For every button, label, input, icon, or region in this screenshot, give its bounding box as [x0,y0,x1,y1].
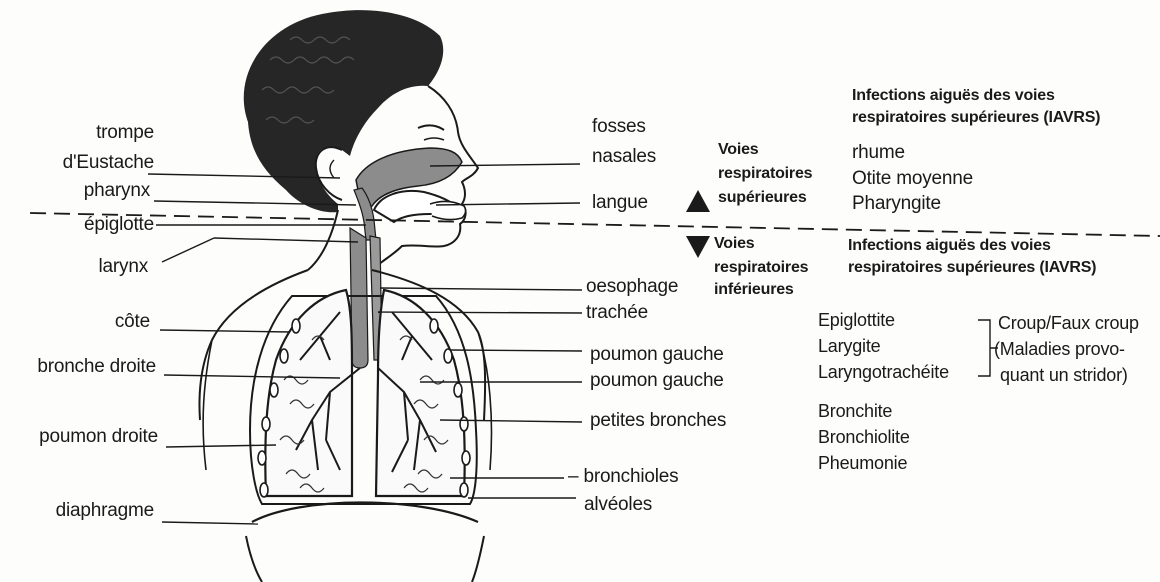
voies-inf-line3: inférieures [714,280,794,300]
label-bronche-droite: bronche droite [37,356,156,378]
croup-line-2: (Maladies provo- [994,338,1125,360]
label-pharynx: pharynx [84,180,150,202]
voies-sup-line3: supérieures [718,188,807,208]
label-bronchioles: – bronchioles [568,466,678,488]
label-fosses: fosses [592,116,646,138]
label-alveoles: alvéoles [584,494,652,516]
iavrs-lower-item-b: Pheumonie [818,452,907,474]
iavrs-lower-item-a: Larygite [818,335,880,357]
label-diaphragme: diaphragme [56,500,154,522]
iavrs-lower-item-a: Laryngotrachéite [818,361,949,383]
iavrs-lower-item-a: Epiglottite [818,309,895,331]
croup-line-1: Croup/Faux croup [998,312,1139,334]
iavrs-upper-item: Pharyngite [852,193,941,215]
label-poumon-gauche-1: poumon gauche [590,344,724,366]
diaphragm [252,503,478,523]
iavrs-lower-title-2: respiratoires supérieures (IAVRS) [848,258,1096,278]
voies-inf-line2: respiratoires [714,258,808,278]
iavrs-upper-title-2: respiratoires supérieures (IAVRS) [852,108,1100,128]
voies-sup-line2: respiratoires [718,164,812,184]
left-lung [376,290,465,496]
iavrs-upper-title-1: Infections aiguës des voies [852,86,1055,106]
label-langue: langue [592,192,648,214]
iavrs-lower-item-b: Bronchite [818,400,892,422]
voies-sup-line1: Voies [718,140,759,160]
label-trachee: trachée [586,302,648,324]
label-cote: côte [115,311,150,333]
up-arrow-icon [686,190,710,212]
label-petites-bronches: petites bronches [590,410,726,432]
label-epiglotte: épiglotte [84,214,154,236]
down-arrow-icon [686,236,710,258]
label-eustache: d'Eustache [63,152,154,174]
voies-inf-line1: Voies [714,234,755,254]
label-trompe: trompe [96,122,154,144]
label-nasales: nasales [592,146,656,168]
label-poumon-gauche-2: poumon gauche [590,370,724,392]
croup-line-3: quant un stridor) [1000,364,1128,386]
iavrs-lower-item-b: Bronchiolite [818,426,910,448]
iavrs-upper-item: rhume [852,142,905,164]
iavrs-upper-item: Otite moyenne [852,168,973,190]
iavrs-lower-title-1: Infections aiguës des voies [848,236,1051,256]
label-poumon-droit: poumon droite [39,426,158,448]
label-larynx: larynx [99,256,148,278]
label-oesophage: oesophage [586,276,678,298]
